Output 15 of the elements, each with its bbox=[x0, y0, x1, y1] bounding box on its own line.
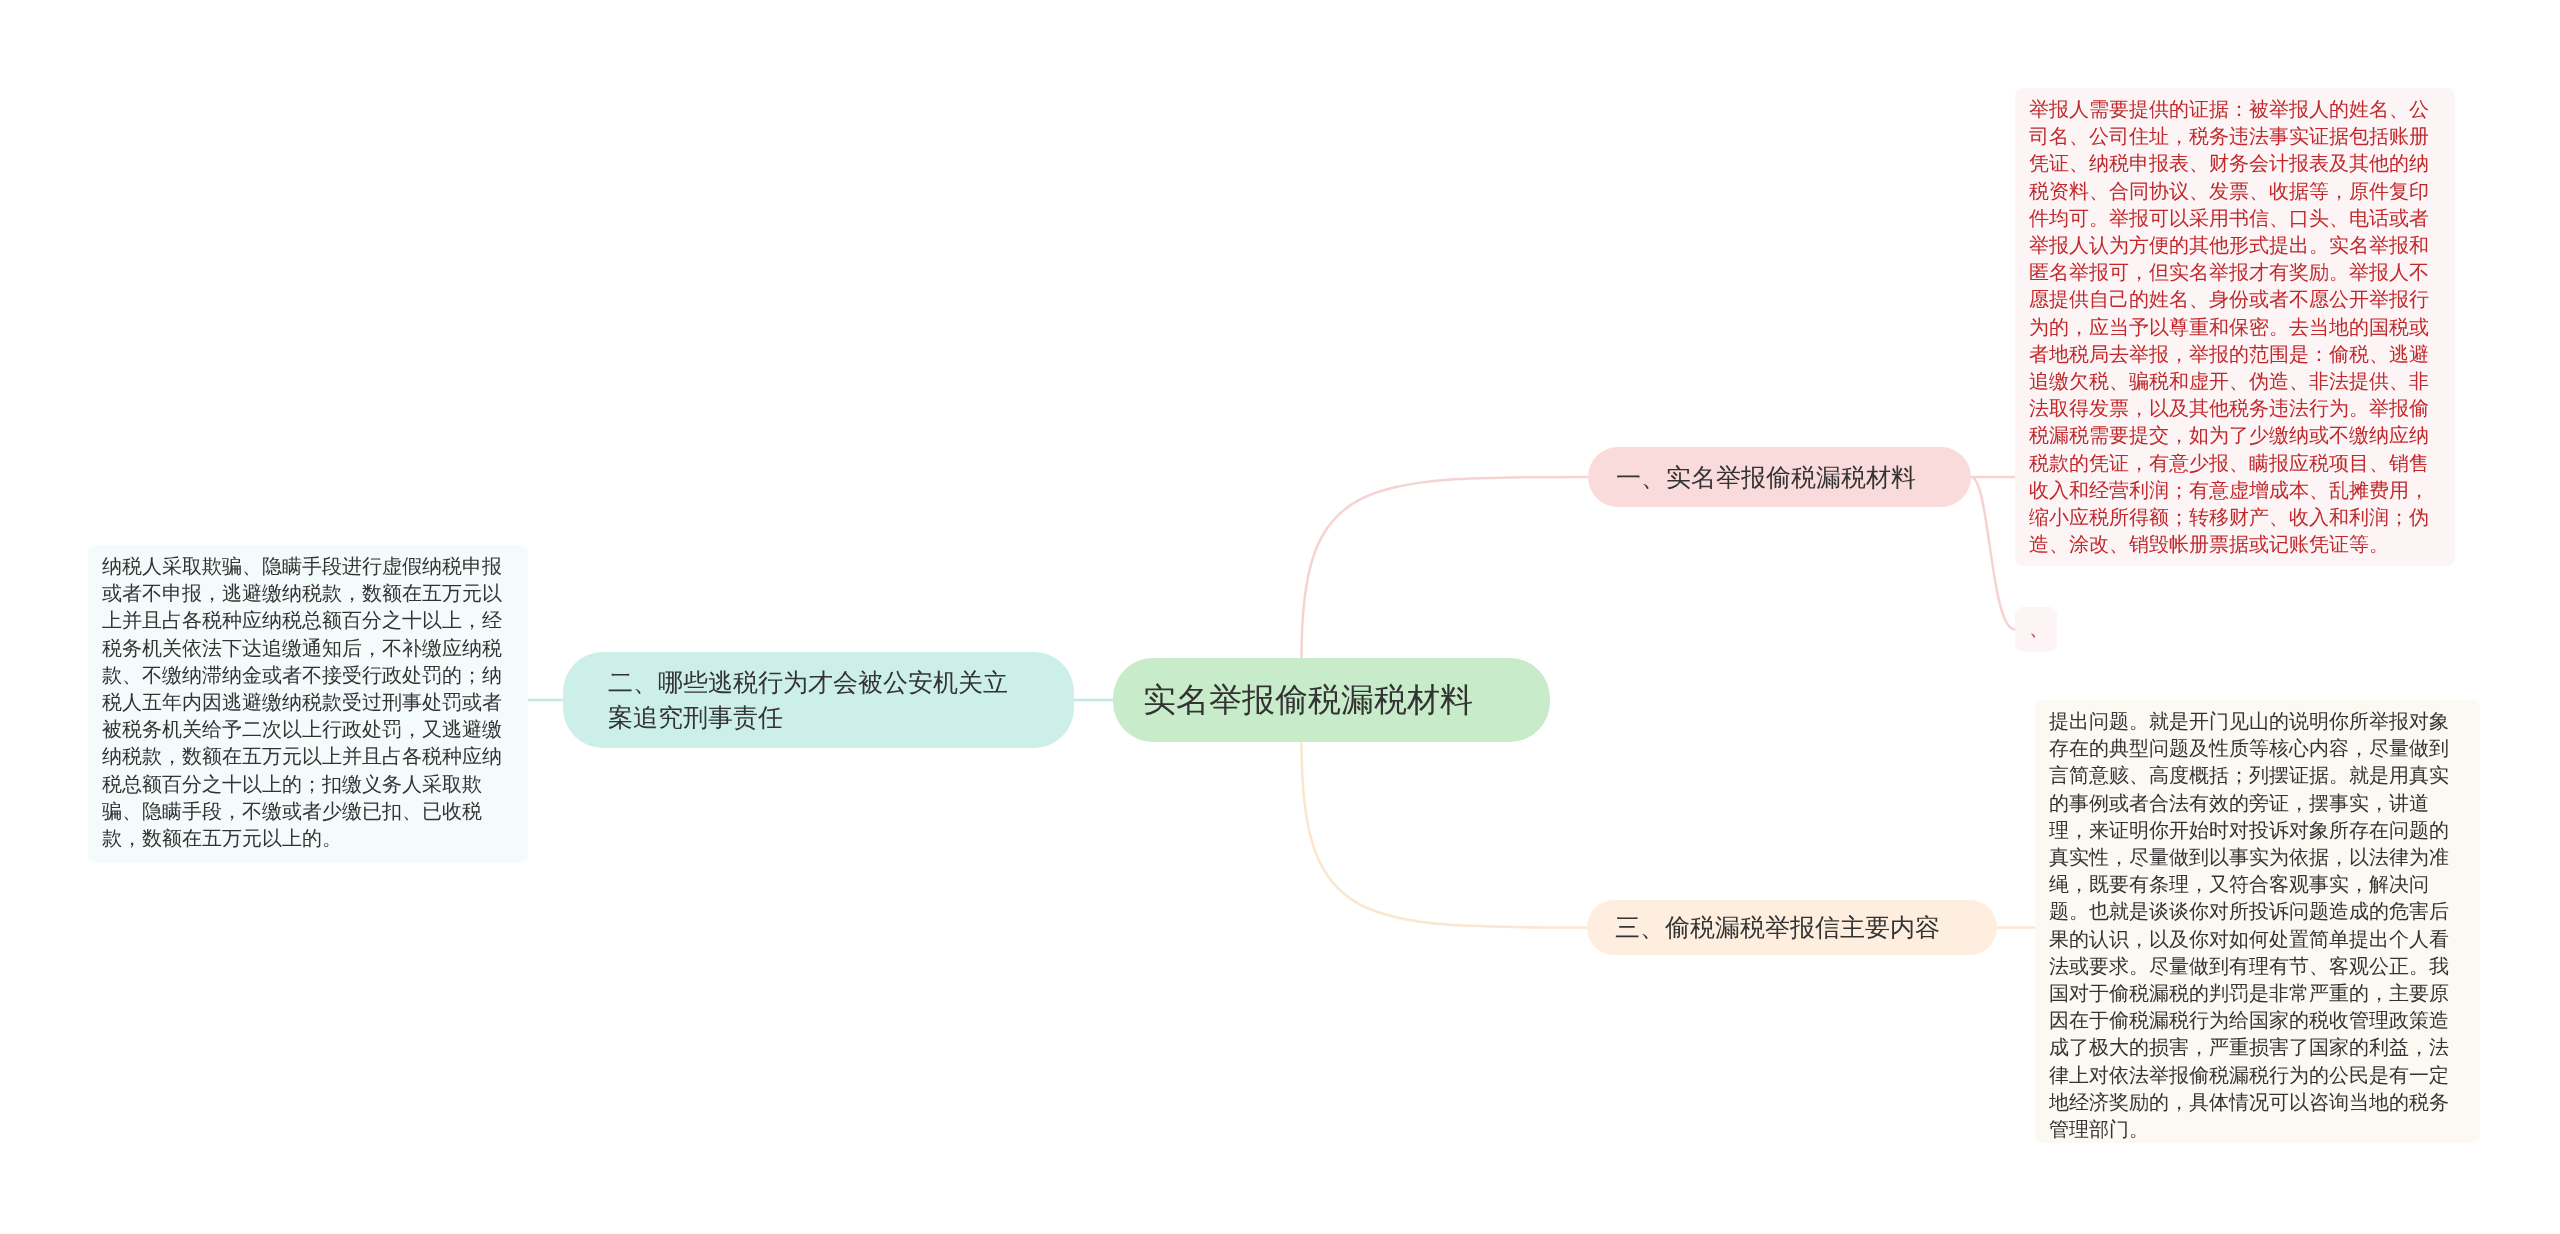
connector-line bbox=[1971, 475, 2015, 479]
connector-line bbox=[1300, 741, 1587, 929]
topic-box: 三、偷税漏税举报信主要内容 bbox=[1587, 900, 1997, 955]
connector-line bbox=[528, 698, 563, 702]
connector-line bbox=[1997, 926, 2035, 929]
central-topic: 实名举报偷税漏税材料 bbox=[1113, 658, 1550, 742]
note-box: 、 bbox=[2015, 607, 2057, 652]
note-box: 举报人需要提供的证据：被举报人的姓名、公司名、公司住址，税务违法事实证据包括账册凭证、纳税申报表、财务会计报表及其他的纳税资料、合同协议、发票、收据等，原件复印件均可。举报可以采用书信、口头、电话或者举报人认为方便的其他形式提出。实名举报和匿名举报可，但实名举报才有奖励。举报人不愿提供自己的姓名、身份或者不愿公开举报行为的，应当予以尊重和保密。去当地的国税或者地税局去举报，举报的范围是：偷税、逃避追缴欠税、骗税和虚开、伪造、非法提供、非法取得发票，以及其他税务违法行为。举报偷税漏税需要提交，如为了少缴纳或不缴纳应纳税款的凭证，有意少报、瞒报应税项目、销售收入和经营利润；有意虚增成本、乱摊费用，缩小应税所得额；转移财产、收入和利润；伪造、涂改、销毁帐册票据或记账凭证等。 bbox=[2015, 88, 2455, 566]
topic-box: 一、实名举报偷税漏税材料 bbox=[1588, 447, 1971, 507]
note-box: 纳税人采取欺骗、隐瞒手段进行虚假纳税申报或者不申报，逃避缴纳税款，数额在五万元以上并且占各税种应纳税总额百分之十以上，经税务机关依法下达追缴通知后，不补缴应纳税款、不缴纳滞纳金或者不接受行政处罚的；纳税人五年内因逃避缴纳税款受过刑事处罚或者被税务机关给予二次以上行政处罚，又逃避缴纳税款，数额在五万元以上并且占各税种应纳税总额百分之十以上的；扣缴义务人采取欺骗、隐瞒手段，不缴或者少缴已扣、已收税款，数额在五万元以上的。 bbox=[88, 545, 528, 863]
connector-line bbox=[1074, 698, 1113, 702]
connector-line bbox=[1970, 475, 2016, 631]
connector-line bbox=[1300, 475, 1588, 659]
topic-box: 二、哪些逃税行为才会被公安机关立案追究刑事责任 bbox=[563, 652, 1074, 748]
note-box: 提出问题。就是开门见山的说明你所举报对象存在的典型问题及性质等核心内容，尽量做到言简意赅、高度概括；列摆证据。就是用真实的事例或者合法有效的旁证，摆事实，讲道理，来证明你开始时对投诉对象所存在问题的真实性，尽量做到以事实为依据，以法律为准绳，既要有条理，又符合客观事实，解决问题。也就是谈谈你对所投诉问题造成的危害后果的认识，以及你对如何处置简单提出个人看法或要求。尽量做到有理有节、客观公正。我国对于偷税漏税的判罚是非常严重的，主要原因在于偷税漏税行为给国家的税收管理政策造成了极大的损害，严重损害了国家的利益，法律上对依法举报偷税漏税行为的公民是有一定地经济奖励的，具体情况可以咨询当地的税务管理部门。 bbox=[2035, 700, 2480, 1143]
